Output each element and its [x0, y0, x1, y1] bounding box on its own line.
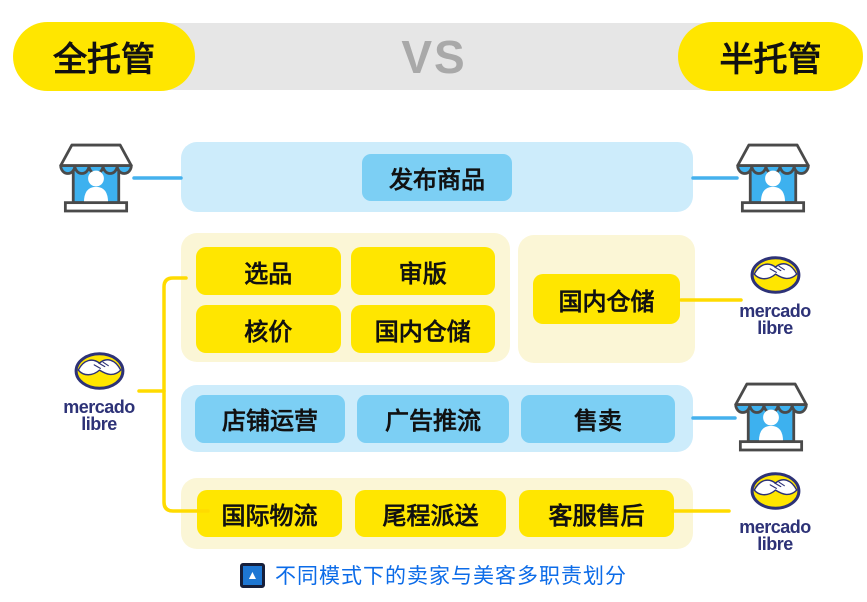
task-box-selection: 选品: [196, 247, 341, 295]
badge-semi-managed: 半托管: [678, 22, 863, 91]
logo-wordmark-line2: libre: [81, 414, 117, 434]
handshake-icon: [73, 350, 126, 397]
logo-wordmark-line2: libre: [757, 534, 793, 554]
publish-box: 发布商品: [362, 153, 512, 201]
task-box-semi-domestic-warehouse: 国内仓储: [533, 274, 680, 324]
full-managed-panel: 选品 审版 核价 国内仓储: [181, 233, 510, 362]
logo-wordmark-line1: mercado: [63, 397, 135, 417]
mercadolibre-logo-right-row2: mercado libre: [730, 254, 820, 337]
mercadolibre-logo-left: mercado libre: [53, 350, 145, 433]
triangle-marker-icon: ▲: [240, 562, 265, 588]
logo-wordmark-line1: mercado: [739, 301, 811, 321]
publish-row-panel: 发布商品: [181, 142, 693, 212]
handshake-icon: [749, 470, 802, 517]
caption-text: 不同模式下的卖家与美客多职责划分: [275, 565, 627, 588]
logistics-panel: 国际物流 尾程派送 客服售后: [181, 478, 693, 549]
task-box-customer-service: 客服售后: [519, 490, 674, 537]
seller-store-icon-right-row1: [734, 140, 812, 222]
task-box-intl-logistics: 国际物流: [197, 490, 342, 537]
task-box-store-operation: 店铺运营: [195, 394, 345, 443]
task-box-domestic-warehouse: 国内仓储: [350, 305, 495, 353]
logo-wordmark-line1: mercado: [739, 517, 811, 537]
vs-label: VS: [401, 30, 467, 83]
operations-panel: 店铺运营 广告推流 售卖: [181, 385, 693, 452]
seller-store-icon-left: [57, 140, 135, 222]
task-box-selling: 售卖: [521, 394, 675, 443]
logo-wordmark-line2: libre: [757, 318, 793, 338]
task-box-review: 审版: [350, 247, 495, 295]
seller-store-icon-right-row3: [732, 379, 810, 461]
task-box-last-mile: 尾程派送: [355, 490, 506, 537]
mercadolibre-logo-right-row4: mercado libre: [730, 470, 820, 553]
task-box-pricing: 核价: [196, 305, 341, 353]
caption: ▲ 不同模式下的卖家与美客多职责划分: [0, 560, 867, 590]
handshake-icon: [749, 254, 802, 301]
badge-full-managed: 全托管: [13, 22, 195, 91]
semi-managed-warehouse-panel: 国内仓储: [518, 235, 695, 363]
task-box-ad-traffic: 广告推流: [357, 394, 509, 443]
